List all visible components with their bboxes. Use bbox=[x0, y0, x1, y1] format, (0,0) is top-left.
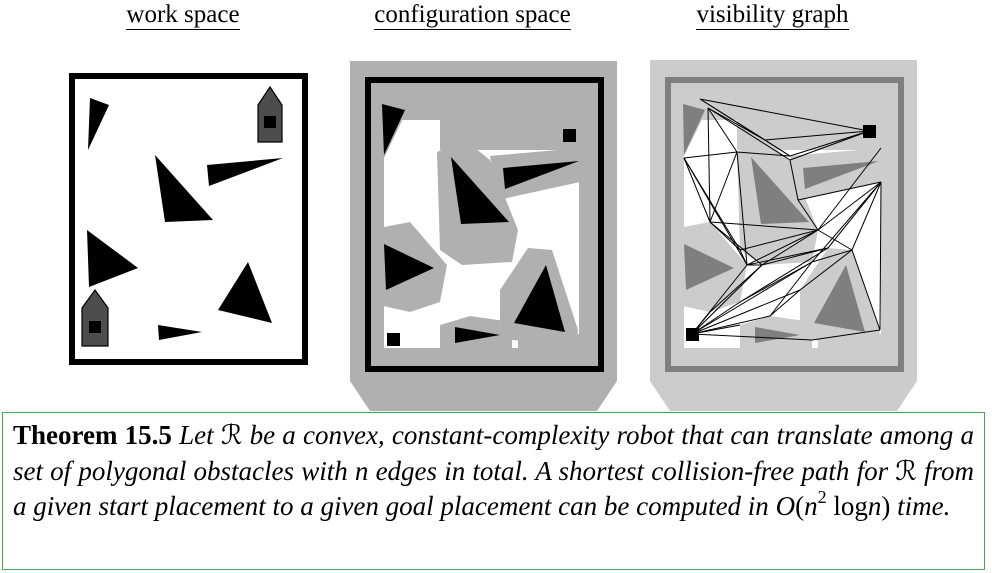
visibility-edge bbox=[699, 98, 870, 132]
visibility-graph-title: visibility graph bbox=[696, 1, 849, 30]
visibility-edge bbox=[691, 333, 813, 341]
visibility-edge bbox=[764, 130, 870, 141]
visibility-edge bbox=[799, 249, 853, 291]
visibility-edge bbox=[851, 249, 881, 331]
work-space-panel bbox=[69, 73, 308, 365]
obstacle bbox=[503, 161, 579, 189]
cspace-frame bbox=[365, 77, 604, 372]
visibility-edge bbox=[691, 289, 801, 335]
visibility-edge bbox=[709, 264, 763, 313]
visibility-edge bbox=[789, 130, 870, 157]
obstacle bbox=[88, 98, 109, 150]
visibility-edge bbox=[746, 247, 829, 266]
obstacle bbox=[755, 327, 800, 343]
obstacle bbox=[455, 327, 500, 343]
visibility-edge bbox=[827, 181, 882, 249]
visibility-edge bbox=[851, 181, 882, 251]
visibility-edge bbox=[789, 130, 870, 161]
configuration-space-panel bbox=[350, 61, 617, 411]
theorem-text: Let ℛ be a convex, constant-complexity r… bbox=[13, 420, 975, 521]
visibility-edge bbox=[691, 261, 813, 335]
visibility-edge bbox=[761, 247, 829, 266]
robot-start bbox=[81, 288, 109, 347]
visibility-edge bbox=[736, 151, 791, 157]
visibility-edges bbox=[683, 98, 882, 341]
visibility-edge bbox=[691, 264, 763, 335]
visibility-edge bbox=[736, 151, 748, 266]
obstacle bbox=[87, 230, 138, 287]
goal-point bbox=[863, 125, 876, 138]
visibility-edge bbox=[817, 181, 882, 231]
obstacle bbox=[683, 104, 705, 155]
visibility-edge bbox=[739, 261, 813, 303]
work-space-title: work space bbox=[126, 1, 240, 30]
visibility-edge bbox=[789, 159, 799, 201]
robot-reference-point bbox=[89, 321, 101, 333]
obstacle bbox=[451, 157, 509, 224]
figure-panels bbox=[69, 60, 917, 411]
visibility-edge bbox=[769, 289, 801, 317]
obstacle bbox=[514, 265, 565, 332]
visibility-edge bbox=[797, 199, 819, 231]
visibility-edge bbox=[707, 107, 738, 153]
visibility-edge bbox=[709, 151, 738, 223]
visibility-edge bbox=[746, 229, 819, 266]
obstacle bbox=[158, 325, 202, 340]
start-point bbox=[686, 328, 699, 341]
visibility-edge bbox=[683, 151, 738, 159]
theorem-label: Theorem 15.5 bbox=[13, 420, 172, 450]
visibility-edge bbox=[707, 107, 791, 161]
visibility-edge bbox=[691, 315, 771, 335]
visibility-edge bbox=[739, 229, 819, 251]
visibility-edge bbox=[761, 229, 819, 266]
visibility-edge bbox=[811, 329, 881, 341]
visibility-edge bbox=[739, 247, 829, 303]
obstacle bbox=[684, 244, 734, 290]
obstacle bbox=[207, 158, 283, 186]
visibility-edge bbox=[797, 181, 882, 201]
visibility-edge bbox=[683, 157, 711, 223]
obstacle bbox=[155, 155, 213, 222]
visibility-edge bbox=[764, 139, 791, 157]
visibility-edge bbox=[707, 107, 711, 223]
visibility-edge bbox=[811, 249, 853, 263]
goal-point bbox=[563, 129, 576, 142]
vis-frame bbox=[665, 77, 904, 372]
obstacle bbox=[814, 265, 865, 332]
obstacle bbox=[384, 244, 434, 290]
visibility-edge bbox=[769, 261, 813, 317]
visibility-edge bbox=[739, 249, 748, 266]
obstacle bbox=[803, 161, 879, 189]
start-point bbox=[387, 333, 400, 346]
obstacle bbox=[382, 104, 405, 155]
robot-reference-point bbox=[264, 116, 276, 128]
obstacle bbox=[751, 157, 809, 224]
obstacle bbox=[218, 262, 272, 323]
visibility-edge bbox=[709, 221, 819, 231]
visibility-graph-panel bbox=[650, 60, 917, 411]
robot-goal bbox=[257, 85, 283, 143]
visibility-edge bbox=[879, 181, 882, 331]
visibility-edge bbox=[709, 221, 763, 266]
configuration-space-title: configuration space bbox=[374, 1, 571, 30]
visibility-edge bbox=[691, 264, 748, 335]
visibility-edge bbox=[811, 181, 882, 263]
theorem-box: Theorem 15.5 Let ℛ be a convex, constant… bbox=[2, 412, 985, 570]
